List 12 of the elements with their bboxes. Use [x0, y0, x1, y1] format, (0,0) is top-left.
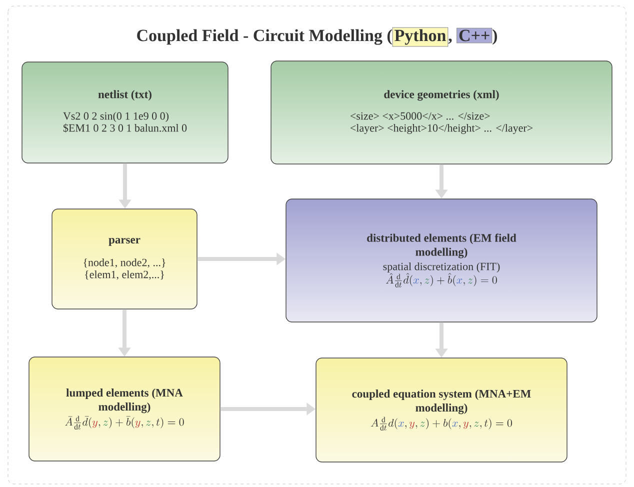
input-box: netlist (txt) Vs2 0 2 sin(0 1 1e9 0 0) $EM1 0 2 3 0 1 balun.xml 0 — [22, 62, 228, 164]
process-box: lumped elements (MNA modelling) $\bar{A}\frac{\mathrm{d}}{\mathrm{d}t}\bar{d}(\textcolor{vy}{y},\textcolor{vz}{z})+\bar{b}(\textcolor{vy}{y},\textcolor{vz}{z},t)=0$ — [28, 356, 220, 462]
process-box: parser {node1, node2, ...} {elem1, elem2,...} — [52, 208, 198, 310]
process-box: coupled equation system (MNA+EM modelling) $A\frac{\mathrm{d}}{\mathrm{d}t}d(\textcolor{vx}{x},\textcolor{vy}{y},\textcolor{vz}{z})+b(\textcolor{vx}{x},\textcolor{vy}{y},\textcolor{vz}{z},t)=0$ — [316, 358, 568, 462]
input-box: device geometries (xml) <size> <x>5000</x> ... </size> <layer> <height>10</height> ... </layer> — [270, 60, 612, 164]
title: Coupled Field - Circuit Modelling — [137, 29, 382, 45]
title-punctuation: , — [448, 38, 452, 44]
language-badge: Python — [392, 27, 448, 47]
title-punctuation: ( — [387, 29, 392, 45]
language-badge: C++ — [456, 28, 492, 44]
process-box: distributed elements (EM field modelling) spatial discretization (FIT) $\hat{A}\frac{\mathrm{d}}{\mathrm{d}t}\hat{d}(\textcolor{vx}{x},\textcolor{vz}{z})+\hat{b}(\textcolor{vx}{x},\textcolor{vz}{z})=0$ — [286, 198, 598, 322]
title-punctuation: ) — [492, 29, 497, 45]
